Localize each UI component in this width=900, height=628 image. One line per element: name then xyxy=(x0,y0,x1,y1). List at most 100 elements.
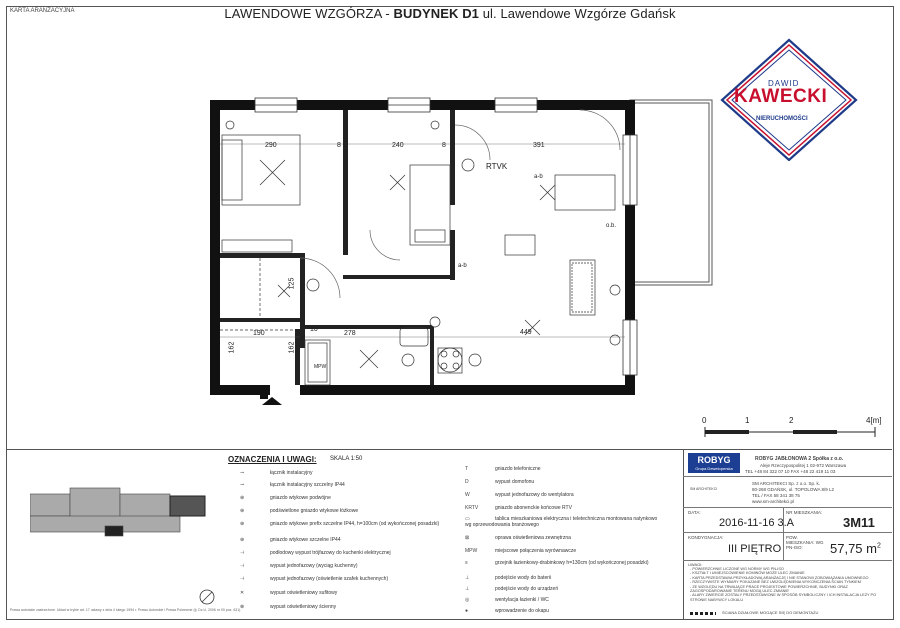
note-line: - KSZTAŁT I UMIEJSCOWIENIE KOMINÓW MOŻE … xyxy=(690,571,805,576)
legend-item: wprowadzenie do okapu xyxy=(495,608,549,614)
apartment-no-label: NR MIESZKANIA: xyxy=(786,510,823,515)
info-divider-4 xyxy=(683,560,892,561)
legend-item: gniazdo abonenckie końcowe RTV xyxy=(495,505,572,511)
switch-icon: ⊸ xyxy=(240,470,245,476)
equipotential-icon: MPW xyxy=(465,548,478,554)
legend-divider xyxy=(6,449,892,450)
logo-emblem xyxy=(720,38,858,162)
architect-logo: SM ARCHITEKCI xyxy=(690,487,718,491)
furniture xyxy=(220,109,621,386)
company-name: ROBYG JABŁONOWA 2 Spółka z o.o. xyxy=(755,456,844,462)
windows xyxy=(254,97,638,376)
faucet-water-icon: ⊥ xyxy=(465,575,470,581)
intercom-icon: D xyxy=(465,479,469,485)
dim-10: 10 xyxy=(310,326,318,333)
fan-outlet-icon: W xyxy=(465,492,470,498)
notes-label: UWAGI: xyxy=(688,562,703,567)
legend-item: podejście wody do baterii xyxy=(495,575,552,581)
scale-1: 1 xyxy=(745,416,750,425)
area-value: 57,75 m2 xyxy=(830,541,881,556)
legend-item: wentylacja łazienki / WC xyxy=(495,597,549,603)
architect-name: SM ARCHITEKCI Sp. z o.o. Sp. k. xyxy=(752,481,821,486)
company-tel: TEL +48 84 322 07 10 FAX +48 22 419 11 0… xyxy=(745,469,836,474)
legend-item: oprawa oświetleniowa zewnętrzna xyxy=(495,535,571,541)
device-water-icon: ⊥ xyxy=(465,586,470,592)
socket-ip44-h100-icon: ⊕ xyxy=(240,521,245,527)
legend-item: łącznik instalacyjny szczelny IP44 xyxy=(270,482,345,488)
logo-line2: KAWECKI xyxy=(734,86,828,107)
info-col-divider xyxy=(783,508,784,560)
legend-item: łącznik instalacyjny xyxy=(270,470,313,476)
legend-item: gniazdo telefoniczne xyxy=(495,466,541,472)
scale-text: SKALA 1:50 xyxy=(330,456,363,462)
legend-item: tablica mieszkaniowa elektryczna i telet… xyxy=(465,516,658,528)
info-panel-border xyxy=(683,449,684,619)
north-arrow-icon xyxy=(199,589,215,605)
agency-logo: DAWID KAWECKI NIERUCHOMOŚCI xyxy=(718,36,860,162)
note-line: - ZE WZGLĘDU NA TRWAJĄCE PRACE PROJEKTOW… xyxy=(690,584,848,594)
mpw-label: MPW xyxy=(314,364,327,370)
dim-190: 190 xyxy=(253,330,265,337)
legend-item: podejście wody do urządzeń xyxy=(495,586,559,592)
legend-item: podświetlone gniazdo wtykowe łóżkowe xyxy=(270,508,359,514)
legend-item: wypust domofonu xyxy=(495,479,535,485)
dimension-lines xyxy=(220,143,625,338)
scale-4m: 4[m] xyxy=(866,416,882,425)
dim-8a: 8 xyxy=(337,142,341,149)
note-line: - KARTA PRZEDSTAWIA PRZYKŁADOWĄ ARANŻACJ… xyxy=(690,575,869,580)
bed-socket-icon: ⊕ xyxy=(240,508,245,514)
note-line: - RZECZYWISTE WYMIARY POKAZANE BEZ UWZGL… xyxy=(690,580,861,585)
distribution-board-icon: ▭ xyxy=(465,516,470,522)
floor-plan xyxy=(210,97,713,399)
scale-bar xyxy=(704,427,876,437)
hood-inlet-icon: ● xyxy=(465,608,469,614)
legend-item: gniazdo wtykowe podwójne xyxy=(270,495,331,501)
electrical-symbols xyxy=(225,120,621,367)
ceiling-light-icon: ✕ xyxy=(240,590,245,596)
legend-item: wypust oświetleniowy sufitowy xyxy=(270,590,338,596)
architect-web: www.sm-architekci.pl xyxy=(752,499,795,504)
legend-title: OZNACZENIA I UWAGI: xyxy=(228,455,317,464)
logo-line3: NIERUCHOMOŚCI xyxy=(756,116,808,122)
socket-ip44-icon: ⊕ xyxy=(240,537,245,543)
dim-125: 125 xyxy=(288,277,296,290)
dim-162b: 162 xyxy=(288,341,296,354)
legend-item: wypust jednofazowy (wyciąg kuchenny) xyxy=(270,563,358,569)
building-key-plan xyxy=(30,487,206,537)
copyright-footnote: Prawa autorskie zastrzeżone. Układ w try… xyxy=(10,608,242,612)
outdoor-light-icon: ⊠ xyxy=(465,535,470,541)
three-phase-icon: ⊣ xyxy=(240,550,245,556)
switch-ip44-icon: ⊸ xyxy=(240,482,245,488)
legend-item: wypust jednofazowy do wentylatora xyxy=(495,492,574,498)
double-socket-icon: ⊕ xyxy=(240,495,245,501)
ab-label-1: a-b xyxy=(534,174,543,180)
floor-label: KONDYGNACJA: xyxy=(688,535,724,540)
rtv-socket-icon: KRTV xyxy=(465,505,479,511)
company-address: Aleje Rzeczypospolitej 1 02-972 Warszawa xyxy=(760,463,847,468)
legend-item: wypust jednofazowy (oświetlenie szafek k… xyxy=(270,576,389,582)
architect-tel: TEL / FAX 58 341 38 75 xyxy=(752,493,800,498)
ventilation-icon: ◎ xyxy=(465,597,470,603)
dim-290: 290 xyxy=(265,142,277,149)
info-divider-1 xyxy=(683,476,892,477)
legend-item: grzejnik łazienkowy-drabinkowy h=130cm (… xyxy=(495,560,649,566)
demolition-note: ŚCIANA DZIAŁOWE MOGĄCE SIĘ DO DEMONTAŻU xyxy=(722,610,819,615)
info-divider-3 xyxy=(683,532,892,533)
note-line: - ALARY ZWIERCIE ZOSTAŁY PRZEDSTAWIONE W… xyxy=(690,593,877,602)
ob-label: o.b. xyxy=(606,223,617,229)
page-title: LAWENDOWE WZGÓRZA - BUDYNEK D1 ul. Lawen… xyxy=(224,6,676,21)
dim-278: 278 xyxy=(344,330,356,337)
sheet-frame xyxy=(6,6,894,620)
cabinet-light-icon: ⊣ xyxy=(240,576,245,582)
dim-8b: 8 xyxy=(442,142,446,149)
note-line: - POWIERZCHNIE LICZONE WG NORMY WG PN-IS… xyxy=(690,567,784,571)
dim-449: 449 xyxy=(520,329,532,336)
radiator-icon: ≡ xyxy=(465,560,468,566)
date-value: 2016-11-16 3.A xyxy=(719,517,795,529)
dim-162a: 162 xyxy=(228,341,236,354)
card-type-label: KARTA ARANŻACYJNA xyxy=(10,8,75,14)
ab-label-2: a-b xyxy=(458,263,467,269)
dim-240: 240 xyxy=(392,142,404,149)
demolition-wall-icon xyxy=(690,612,716,615)
